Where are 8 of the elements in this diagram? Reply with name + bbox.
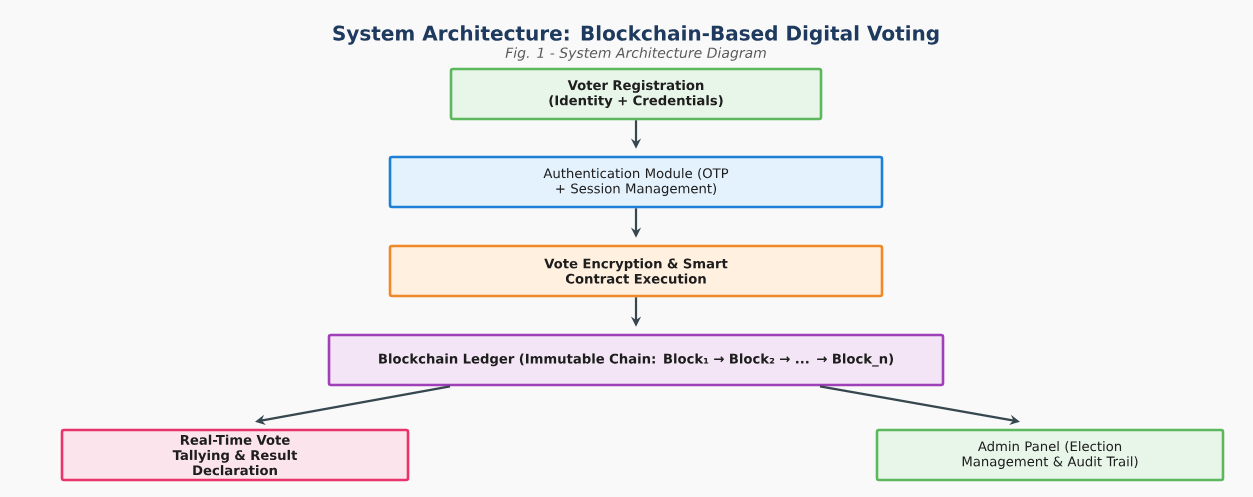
process-box: Real-Time Vote Tallying & Result Declaration <box>60 428 410 482</box>
process-box: Voter Registration (Identity + Credentials) <box>449 67 823 121</box>
process-box: Authentication Module (OTP + Session Management) <box>388 155 884 209</box>
caption: Fig. 1 - System Architecture Diagram <box>505 47 766 61</box>
process-box: Vote Encryption & Smart Contract Execution <box>388 244 884 298</box>
process-box: Admin Panel (Election Management & Audit Trail) <box>875 428 1225 482</box>
title: System Architecture: Blockchain-Based Digital Voting <box>333 25 939 45</box>
process-box: Blockchain Ledger (Immutable Chain: Block₁ → Block₂ → ... → Block_n) <box>327 333 945 387</box>
